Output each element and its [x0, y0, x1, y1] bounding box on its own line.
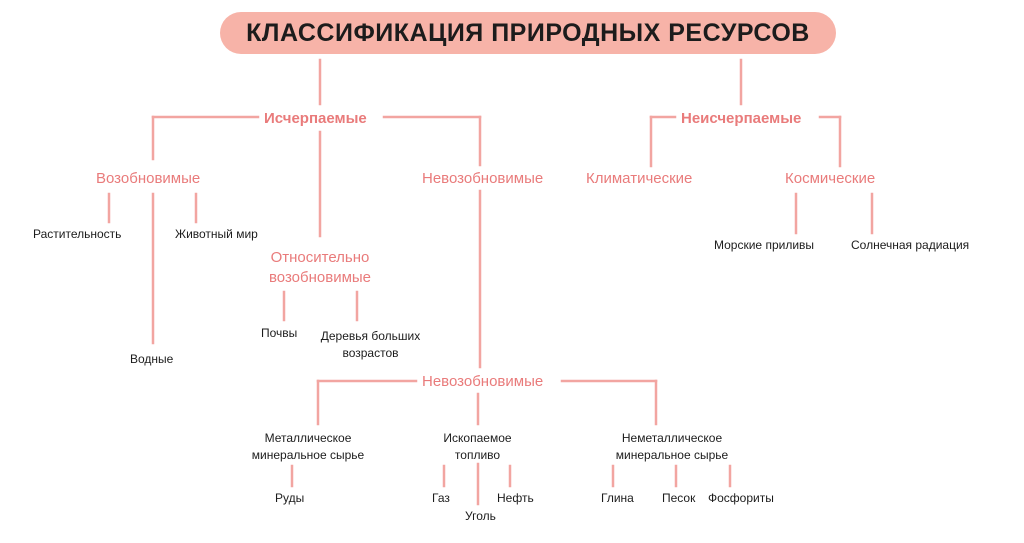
- leaf-ores: Руды: [275, 491, 305, 505]
- node-exhaustible: Исчерпаемые: [264, 110, 367, 127]
- leaf-clay: Глина: [601, 491, 634, 505]
- node-nonrenewable: Невозобновимые: [422, 170, 544, 187]
- node-metal-raw-line2: минеральное сырье: [251, 448, 365, 462]
- leaf-old-trees-line2: возрастов: [342, 346, 399, 360]
- node-fossil-fuel-line1: Ископаемое: [443, 431, 512, 445]
- node-cosmic: Космические: [785, 170, 876, 187]
- leaf-animals: Животный мир: [175, 227, 258, 241]
- node-nonmetal-raw: Неметаллическое минеральное сырье: [592, 430, 752, 464]
- node-climatic: Климатические: [586, 170, 693, 187]
- leaf-sand: Песок: [662, 491, 696, 505]
- leaf-oil: Нефть: [497, 491, 534, 505]
- leaf-phosphorites: Фосфориты: [708, 491, 774, 505]
- leaf-vegetation: Растительность: [33, 227, 122, 241]
- leaf-coal: Уголь: [465, 509, 496, 523]
- node-nonrenewable-detail: Невозобновимые: [422, 373, 544, 390]
- node-relatively-renewable-line2: возобновимые: [268, 269, 372, 286]
- page-title: КЛАССИФИКАЦИЯ ПРИРОДНЫХ РЕСУРСОВ: [246, 18, 810, 47]
- leaf-old-trees-line1: Деревья больших: [320, 329, 421, 343]
- leaf-tides: Морские приливы: [714, 238, 815, 252]
- node-fossil-fuel-line2: топливо: [454, 448, 501, 462]
- title-banner: КЛАССИФИКАЦИЯ ПРИРОДНЫХ РЕСУРСОВ: [220, 12, 836, 54]
- node-relatively-renewable-line1: Относительно: [270, 249, 370, 266]
- node-metal-raw: Металлическое минеральное сырье: [238, 430, 378, 464]
- leaf-soils: Почвы: [261, 326, 298, 340]
- leaf-gas: Газ: [432, 491, 450, 505]
- node-inexhaustible: Неисчерпаемые: [681, 110, 802, 127]
- node-nonmetal-raw-line1: Неметаллическое: [621, 431, 723, 445]
- node-metal-raw-line1: Металлическое: [264, 431, 352, 445]
- leaf-old-trees: Деревья больших возрастов: [318, 328, 423, 362]
- node-renewable: Возобновимые: [96, 170, 201, 187]
- leaf-water: Водные: [130, 352, 174, 366]
- node-nonmetal-raw-line2: минеральное сырье: [615, 448, 729, 462]
- leaf-solar: Солнечная радиация: [851, 238, 970, 252]
- node-relatively-renewable: Относительно возобновимые: [250, 248, 390, 288]
- node-fossil-fuel: Ископаемое топливо: [425, 430, 530, 464]
